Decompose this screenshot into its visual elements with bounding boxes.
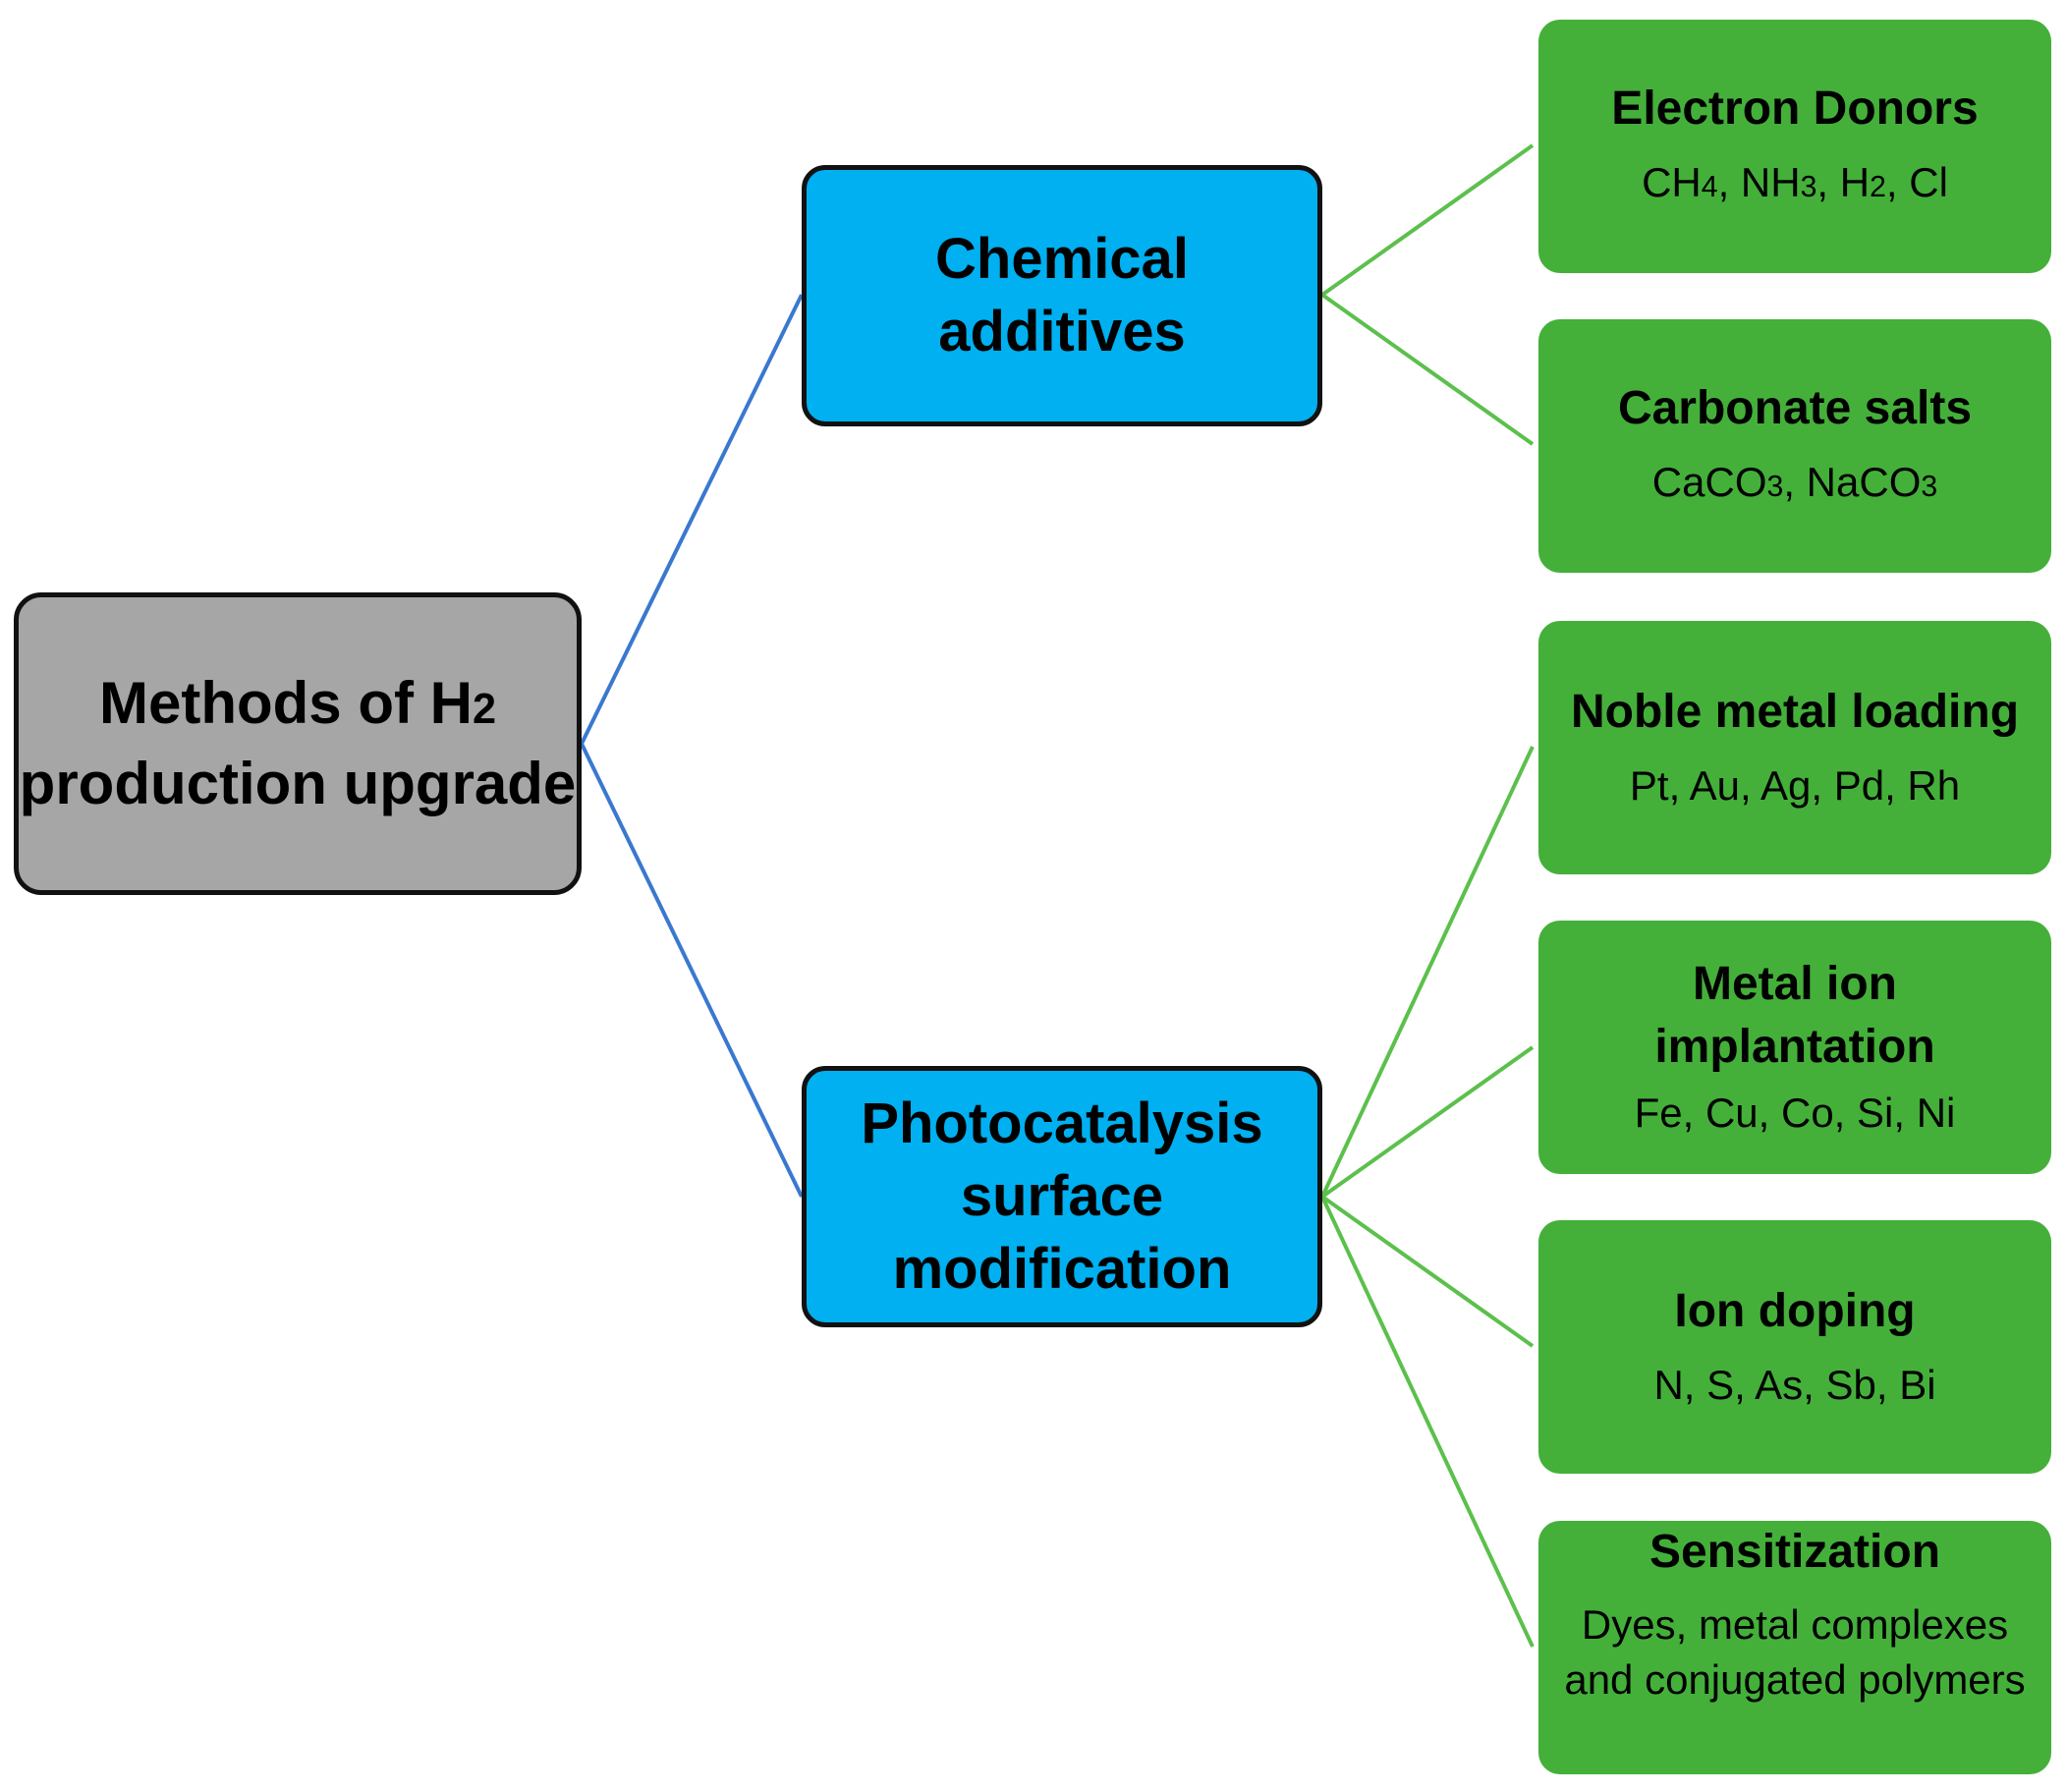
root-label-subscript: 2 <box>472 686 496 733</box>
photocatalysis-node: Photocatalysis surface modification <box>802 1066 1322 1327</box>
ion-doping-node: Ion doping N, S, As, Sb, Bi <box>1538 1220 2051 1474</box>
sensitization-title: Sensitization <box>1648 1526 1941 1578</box>
ion-doping-title: Ion doping <box>1674 1285 1916 1337</box>
noble-metal-loading-title: Noble metal loading <box>1570 686 2020 738</box>
metal-ion-implantation-items: Fe, Cu, Co, Si, Ni <box>1634 1090 1956 1136</box>
chemical-additives-label: Chemical additives <box>935 227 1189 364</box>
photocatalysis-label: Photocatalysis surface modification <box>861 1092 1263 1301</box>
connector-root-photo <box>580 743 804 1198</box>
connector-photo-metalion <box>1320 1045 1535 1199</box>
root-node: Methods of H2 production upgrade <box>14 592 582 895</box>
carbonate-salts-items: CaCO3, NaCO3 <box>1651 458 1938 505</box>
connector-photo-noble <box>1320 746 1535 1198</box>
sensitization-items: Dyes, metal complexes and conjugated pol… <box>1564 1601 2026 1703</box>
connector-chemical-donors <box>1320 143 1535 297</box>
noble-metal-loading-items: Pt, Au, Ag, Pd, Rh <box>1629 762 1961 809</box>
connector-photo-sensitization <box>1320 1196 1535 1648</box>
electron-donors-items: CH4, NH3, H2, Cl <box>1642 158 1948 205</box>
electron-donors-title: Electron Donors <box>1611 82 1979 135</box>
electron-donors-node: Electron Donors CH4, NH3, H2, Cl <box>1538 20 2051 273</box>
metal-ion-implantation-title: Metal ion implantation <box>1654 958 1935 1073</box>
connector-root-chemical <box>580 294 804 745</box>
carbonate-salts-title: Carbonate salts <box>1617 381 1973 434</box>
root-label-rest: production upgrade <box>19 751 577 816</box>
carbonate-salts-node: Carbonate salts CaCO3, NaCO3 <box>1538 319 2051 573</box>
connector-photo-iondoping <box>1320 1195 1535 1348</box>
chemical-additives-node: Chemical additives <box>802 165 1322 426</box>
connector-chemical-carbonate <box>1320 293 1535 446</box>
root-label-main: Methods of H <box>99 670 473 736</box>
root-label: Methods of H2 production upgrade <box>20 666 577 821</box>
ion-doping-items: N, S, As, Sb, Bi <box>1653 1362 1936 1408</box>
sensitization-node: Sensitization Dyes, metal complexes and … <box>1538 1521 2051 1774</box>
metal-ion-implantation-node: Metal ion implantation Fe, Cu, Co, Si, N… <box>1538 921 2051 1174</box>
noble-metal-loading-node: Noble metal loading Pt, Au, Ag, Pd, Rh <box>1538 621 2051 874</box>
